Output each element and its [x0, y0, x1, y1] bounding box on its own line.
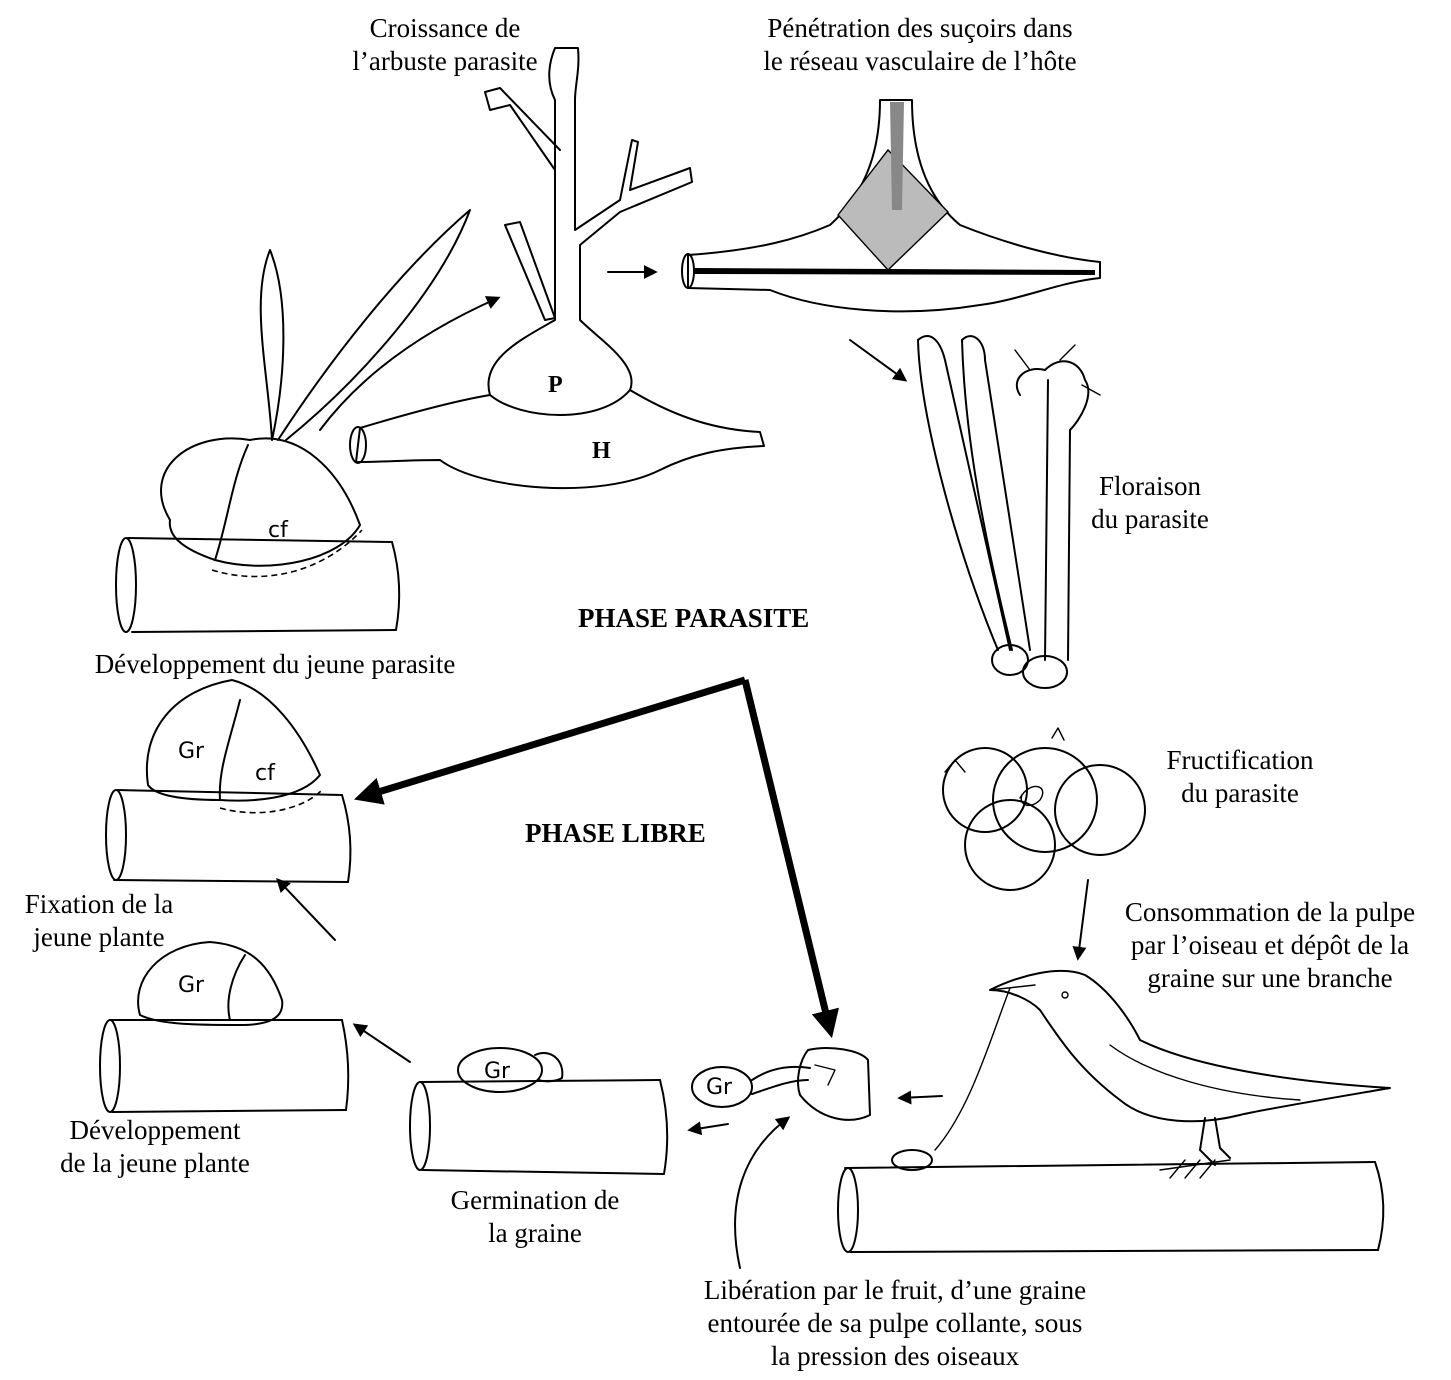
label-developpement-plante: Développement de la jeune plante [30, 1114, 280, 1180]
label-fructification: Fructification du parasite [1140, 744, 1340, 810]
thick-arrow-to-release [745, 680, 830, 1030]
label-liberation: Libération par le fruit, d’une graine en… [660, 1274, 1130, 1373]
label-croissance: Croissance de l’arbuste parasite [310, 12, 580, 78]
arrow-to-fixation [278, 880, 335, 940]
label-penetration: Pénétration des suçoirs dans le réseau v… [715, 12, 1125, 78]
bird-drawing [838, 971, 1390, 1252]
p-letter: P [548, 372, 563, 398]
gr-letter-fixation: Gr [178, 739, 205, 764]
arrow-to-shrub [320, 298, 498, 430]
arrow-to-germination [690, 1124, 728, 1130]
thick-arrow-to-fixation [362, 680, 745, 797]
arrow-to-bird [1078, 880, 1088, 958]
label-floraison: Floraison du parasite [1070, 470, 1230, 536]
gr-letter-germination: Gr [484, 1059, 511, 1084]
label-fixation: Fixation de la jeune plante [4, 888, 194, 954]
haustorium-drawing [682, 100, 1100, 311]
label-germination: Germination de la graine [420, 1184, 650, 1250]
phase-libre-title: PHASE LIBRE [525, 818, 706, 849]
arrow-to-young-plant [355, 1025, 410, 1062]
arrow-to-flowering [850, 340, 905, 380]
arrow-caption-to-release [735, 1118, 788, 1268]
fixation-drawing [106, 680, 350, 882]
arrow-to-release [900, 1096, 942, 1098]
young-plant-drawing [100, 942, 348, 1112]
cf-letter-1: cf [268, 518, 289, 543]
label-consommation: Consommation de la pulpe par l’oiseau et… [1100, 896, 1440, 995]
cf-letter-2: cf [255, 761, 276, 786]
fruiting-drawing [943, 728, 1145, 890]
label-developpement-parasite: Développement du jeune parasite [55, 648, 495, 681]
h-letter: H [592, 438, 611, 464]
germination-drawing [410, 1048, 667, 1174]
gr-letter-release: Gr [706, 1075, 733, 1100]
gr-letter-young: Gr [178, 973, 205, 998]
phase-parasite-title: PHASE PARASITE [578, 603, 809, 634]
young-parasite-drawing [116, 210, 470, 632]
